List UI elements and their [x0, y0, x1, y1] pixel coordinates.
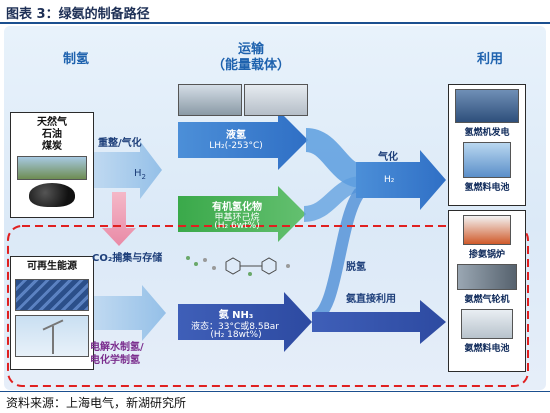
footer-rule [0, 391, 550, 392]
molecule-sketch [225, 257, 277, 275]
gasify-arrow [356, 150, 446, 210]
h2-turbine-photo [455, 89, 519, 123]
header-production: 制氢 [62, 52, 89, 67]
label-ammonia-h2: (H₂ 18wt%) [210, 330, 262, 340]
label-organic-spec: (H₂ 6wt%) [214, 221, 260, 231]
use-box-hydrogen: 氢燃机发电 氢燃料电池 [448, 84, 526, 206]
coal-photo [29, 183, 75, 207]
label-dehydro: 脱氢 [346, 262, 366, 273]
use-ammonia-fuel-cell: 氨燃料电池 [464, 344, 510, 354]
co2-arrow [102, 192, 136, 246]
source-renewable: 可再生能源 [27, 261, 77, 272]
storage-tank-photo [178, 84, 242, 116]
green-route-frame [7, 225, 529, 387]
figure-title: 图表 3：绿氨的制备路径 [6, 7, 150, 22]
label-ammonia: 氨 NH₃ [218, 310, 254, 321]
label-co2: CO₂捕集与存储 [92, 253, 163, 264]
label-reforming: 重整/气化 [98, 138, 142, 149]
ammonia-arrow [178, 292, 312, 352]
h2-fuel-cell-photo [463, 142, 511, 178]
source-coal: 煤炭 [42, 141, 62, 152]
label-h2-left: H2 [134, 168, 146, 181]
merge-mid [303, 176, 363, 222]
molecule-dots [186, 256, 290, 276]
header-transport-sub: （能量载体） [211, 58, 290, 73]
h2-arrow-fossil [94, 141, 162, 199]
liquid-h2-arrow [178, 110, 308, 170]
use-ammonia-turbine: 氨燃气轮机 [464, 295, 510, 305]
wind-turbine-photo [15, 315, 89, 357]
organic-arrow [178, 186, 306, 242]
source-oil: 石油 [42, 129, 62, 140]
h2-arrow-renewable [94, 285, 166, 341]
solar-panel-photo [15, 279, 89, 311]
label-liquid-h2-spec: LH₂(-253°C) [209, 141, 263, 151]
renewable-source-box: 可再生能源 [10, 256, 94, 370]
label-electrolysis-2: 电化学制氢 [90, 355, 140, 366]
boiler-photo [463, 215, 511, 245]
use-ammonia-boiler: 掺氨锅炉 [468, 250, 505, 260]
use-h2-fuel-cell: 氢燃料电池 [464, 183, 510, 193]
use-box-ammonia: 掺氨锅炉 氨燃气轮机 氨燃料电池 [448, 210, 526, 372]
landscape-photo [17, 156, 87, 180]
label-ammonia-spec: 液态：33°C或8.5Bar [191, 322, 279, 332]
merge-top [304, 128, 364, 188]
gas-turbine-photo [457, 264, 517, 290]
fossil-source-box: 天然气 石油 煤炭 [10, 112, 94, 218]
label-direct-use: 氨直接利用 [346, 294, 396, 305]
ammonia-fuel-cell-photo [461, 309, 513, 339]
source-natural-gas: 天然气 [37, 117, 67, 128]
label-organic: 有机氢化物 [212, 202, 262, 213]
use-h2-turbine: 氢燃机发电 [464, 128, 510, 138]
label-electrolysis-1: 电解水制氢/ [90, 342, 144, 353]
label-h2-right: H₂ [384, 175, 395, 185]
source-note: 资料来源：上海电气，新湖研究所 [6, 396, 187, 410]
header-utilization: 利用 [476, 52, 503, 67]
title-rule [0, 22, 550, 24]
tanker-truck-photo [244, 84, 308, 116]
label-gasify: 气化 [378, 152, 398, 163]
direct-use-arrow [312, 300, 446, 344]
header-transport: 运输 [237, 42, 264, 57]
label-organic-sub: 甲基环己烷 [214, 213, 260, 223]
label-liquid-h2: 液氢 [226, 130, 246, 141]
